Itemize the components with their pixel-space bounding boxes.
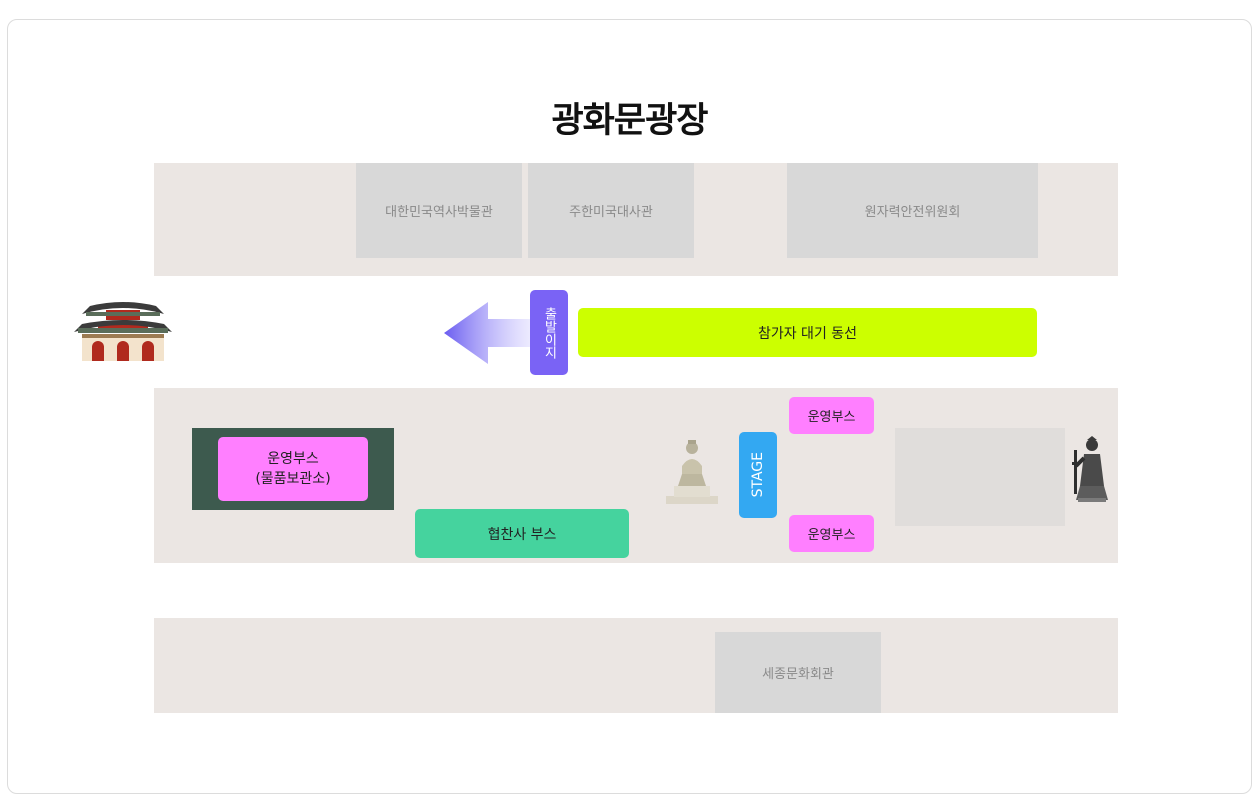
- sejong-statue-icon: [666, 440, 718, 504]
- us-embassy-building: 주한미국대사관: [528, 163, 694, 258]
- sponsor-booth-label: 협찬사 부스: [487, 526, 557, 543]
- waiting-line-label: 참가자 대기 동선: [757, 325, 858, 342]
- stage-label: STAGE: [750, 452, 766, 498]
- ops-booth-bottom: 운영부스: [789, 515, 874, 552]
- ops-booth-bottom-label: 운영부스: [807, 528, 856, 543]
- ops-booth-storage: 운영부스 (물품보관소): [218, 437, 368, 501]
- sejong-center-building: 세종문화회관: [715, 632, 881, 713]
- ops-booth-storage-label: 운영부스: [267, 451, 319, 467]
- departure-point: 출발이지: [530, 290, 568, 375]
- departure-label: 출발이지: [541, 306, 557, 359]
- yi-sun-sin-statue-icon: [1072, 436, 1108, 502]
- ops-booth-storage-sublabel: (물품보관소): [255, 471, 331, 487]
- plaza-grey-area: [895, 428, 1065, 526]
- departure-arrow-icon: [444, 302, 534, 364]
- south-road-band: [154, 618, 1118, 713]
- ops-booth-top: 운영부스: [789, 397, 874, 434]
- museum-building: 대한민국역사박물관: [356, 163, 522, 258]
- page-title: 광화문광장: [551, 101, 708, 141]
- gwanghwamun-gate-icon: [74, 302, 172, 361]
- stage: STAGE: [739, 432, 777, 518]
- ops-booth-top-label: 운영부스: [807, 410, 856, 425]
- waiting-line-zone: 참가자 대기 동선: [578, 308, 1037, 357]
- sponsor-booth: 협찬사 부스: [415, 509, 629, 558]
- nuclear-commission-building: 원자력안전위원회: [787, 163, 1038, 258]
